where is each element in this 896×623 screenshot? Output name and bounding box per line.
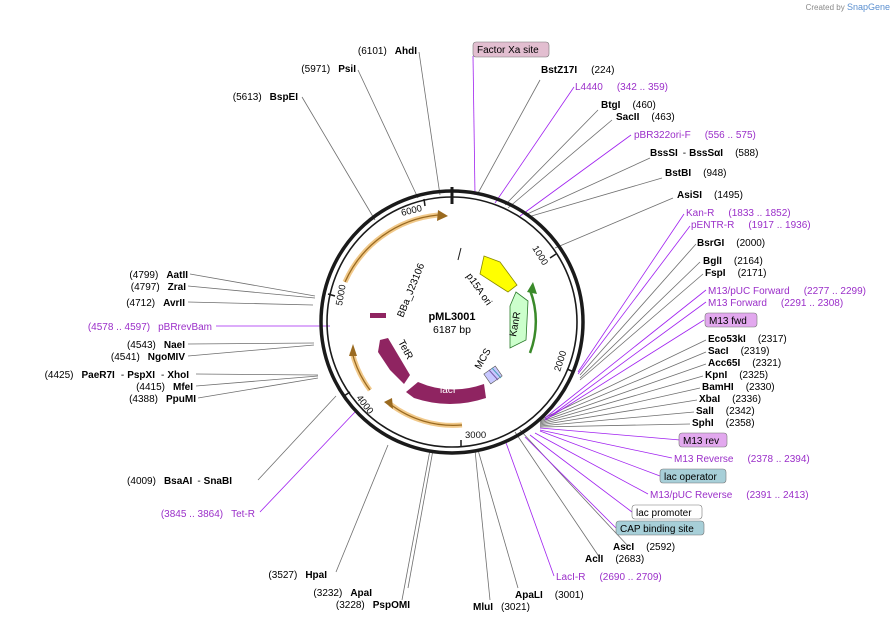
- bgli-label: BglI(2164): [703, 256, 763, 267]
- pspomi-label: (3228)PspOMI: [336, 600, 410, 611]
- lac-operator-box: [659, 468, 727, 484]
- sacii-label: SacII(463): [616, 112, 675, 123]
- m13-fwd-label: M13 fwd: [709, 316, 747, 327]
- bsrgi-label: BsrGI(2000): [697, 238, 765, 249]
- kanr-green-arc-head: [527, 282, 537, 294]
- m13-rev-box: [678, 432, 728, 448]
- mcs-label: MCS: [473, 346, 494, 371]
- promoter-arc-left: [349, 351, 373, 392]
- paer7i-label: (4425)PaeR7I-PspXI-XhoI: [45, 370, 190, 381]
- promoter-arc-top-head: [437, 210, 448, 221]
- laci-r-label: LacI-R(2690 .. 2709): [556, 572, 662, 583]
- saci-label: SacI(2319): [708, 346, 769, 357]
- bspei-label: (5613)BspEI: [233, 92, 298, 103]
- asci-label: AscI(2592): [613, 542, 675, 553]
- pbrrevbam-label: (4578 .. 4597)pBRrevBam: [88, 322, 212, 333]
- bsssi-label: BssSI-BssSαI(588): [650, 148, 758, 159]
- kanr-arrow: [509, 291, 529, 349]
- ppumi-label: (4388)PpuMI: [129, 394, 196, 405]
- btgi-label: BtgI(460): [601, 100, 656, 111]
- pentr-r-label: pENTR-R(1917 .. 1936): [691, 220, 811, 231]
- site-connectors: [187, 51, 707, 601]
- mcs-marker: [483, 365, 503, 385]
- inner-mark: [457, 247, 462, 261]
- tick-label-1000: 1000: [529, 244, 550, 268]
- promoter-arc-top-line: [344, 214, 439, 283]
- tick-label-3000: 3000: [465, 430, 486, 441]
- kpni-label: KpnI(2325): [705, 370, 768, 381]
- pbr322ori-label: pBR322ori-F(556 .. 575): [634, 130, 756, 141]
- promoter-arc-bottom-line: [389, 403, 463, 427]
- plasmid-name: pML3001: [428, 311, 475, 323]
- sali-label: SalI(2342): [696, 406, 755, 417]
- hpai-label: (3527)HpaI: [268, 570, 327, 581]
- cap-site-box: [615, 520, 705, 536]
- m13-forward-label: M13 Forward(2291 .. 2308): [708, 298, 843, 309]
- plasmid-size: 6187 bp: [433, 324, 471, 336]
- acc65i-label: Acc65I(2321): [708, 358, 781, 369]
- ngomiv-label: (4541)NgoMIV: [111, 352, 185, 363]
- lac-promoter-label: lac promoter: [636, 508, 692, 519]
- m13puc-fwd-label: M13/pUC Forward(2277 .. 2299): [708, 286, 866, 297]
- m13-rev-label: M13 rev: [683, 436, 719, 447]
- asisi-label: AsiSI(1495): [677, 190, 743, 201]
- kanr-green-arc: [528, 289, 538, 354]
- cap-site-label: CAP binding site: [620, 524, 694, 535]
- aatii-label: (4799)AatII: [129, 270, 188, 281]
- m13-reverse-label: M13 Reverse(2378 .. 2394): [674, 454, 810, 465]
- snapgene-logo: SnapGene: [846, 2, 890, 12]
- bamhi-label: BamHI(2330): [702, 382, 775, 393]
- psii-label: (5971)PsiI: [301, 64, 356, 75]
- m13-fwd-box: [704, 312, 758, 328]
- mlui-label: MluI(3021): [473, 602, 530, 613]
- naei-label: (4543)NaeI: [127, 340, 185, 351]
- apali-label: ApaLI(3001): [515, 590, 584, 601]
- l4440-label: L4440(342 .. 359): [575, 82, 668, 93]
- acli-label: AclI(2683): [585, 554, 644, 565]
- bstz17i-label: BstZ17I(224): [541, 65, 614, 76]
- lac-operator-label: lac operator: [664, 472, 717, 483]
- primer-connectors: [216, 55, 707, 577]
- promoter-arc-left-head: [349, 344, 357, 356]
- bstbi-label: BstBI(948): [665, 168, 726, 179]
- eco53ki-label: Eco53kI(2317): [708, 334, 787, 345]
- tet-r-label: (3845 .. 3864)Tet-R: [161, 509, 255, 520]
- tick-label-6000: 6000: [400, 203, 423, 219]
- p15a-ori-arrow: [479, 255, 518, 293]
- bsaai-label: (4009)BsaAI-SnaBI: [127, 476, 232, 487]
- kanr-primer-label: Kan-R(1833 .. 1852): [686, 208, 791, 219]
- sphi-label: SphI(2358): [692, 418, 755, 429]
- factor-xa-label: Factor Xa site: [477, 45, 539, 56]
- fspi-label: FspI(2171): [705, 268, 766, 279]
- avrii-label: (4712)AvrII: [126, 298, 185, 309]
- bba-marker: [370, 313, 386, 318]
- xbai-label: XbaI(2336): [699, 394, 761, 405]
- zrai-label: (4797)ZraI: [131, 282, 186, 293]
- kanr-label: KanR: [508, 311, 523, 338]
- snapgene-credit: Created by SnapGene: [805, 2, 890, 12]
- lac-promoter-box: [631, 504, 703, 520]
- bba-label: BBa_J23106: [396, 261, 428, 319]
- tick-label-5000: 5000: [334, 284, 349, 307]
- mfei-label: (4415)MfeI: [136, 382, 193, 393]
- apai-label: (3232)ApaI: [313, 588, 372, 599]
- laci-arrow: [406, 382, 486, 404]
- tetr-arrow: [378, 338, 410, 384]
- factor-xa-box: [472, 41, 550, 58]
- m13puc-rev-label: M13/pUC Reverse(2391 .. 2413): [650, 490, 809, 501]
- tick-marks: [327, 198, 575, 447]
- ahdi-label: (6101)AhdI: [358, 46, 417, 57]
- laci-label: lacI: [440, 385, 456, 396]
- promoter-arc-bottom-head: [384, 398, 393, 409]
